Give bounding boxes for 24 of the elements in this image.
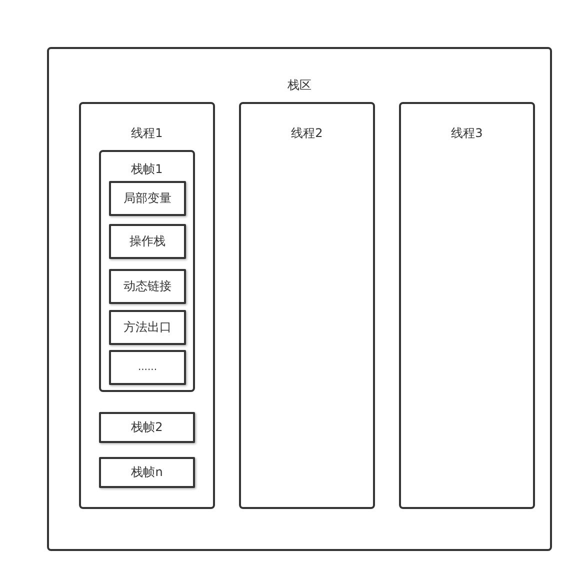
box-label: 栈帧n — [131, 465, 163, 480]
box-title: 栈区 — [288, 78, 312, 93]
item-box — [109, 269, 186, 304]
item-box — [109, 224, 186, 259]
thread-box — [239, 102, 375, 509]
thread-box — [399, 102, 535, 509]
outer-container-box — [47, 47, 552, 551]
item-box — [109, 310, 186, 345]
item-box — [99, 412, 195, 443]
item-box — [109, 350, 186, 385]
box-label: 操作栈 — [130, 234, 166, 249]
box-title: 线程2 — [291, 126, 323, 141]
box-label: 栈帧2 — [131, 420, 163, 435]
item-box — [99, 457, 195, 488]
box-title: 线程1 — [131, 126, 163, 141]
box-title: 线程3 — [451, 126, 483, 141]
frame-box — [99, 150, 195, 392]
box-title: 栈帧1 — [131, 162, 163, 177]
box-label: ...... — [138, 361, 158, 375]
box-label: 动态链接 — [124, 279, 172, 294]
thread-box — [79, 102, 215, 509]
box-label: 局部变量 — [124, 191, 172, 206]
item-box — [109, 181, 186, 216]
box-label: 方法出口 — [124, 320, 172, 335]
